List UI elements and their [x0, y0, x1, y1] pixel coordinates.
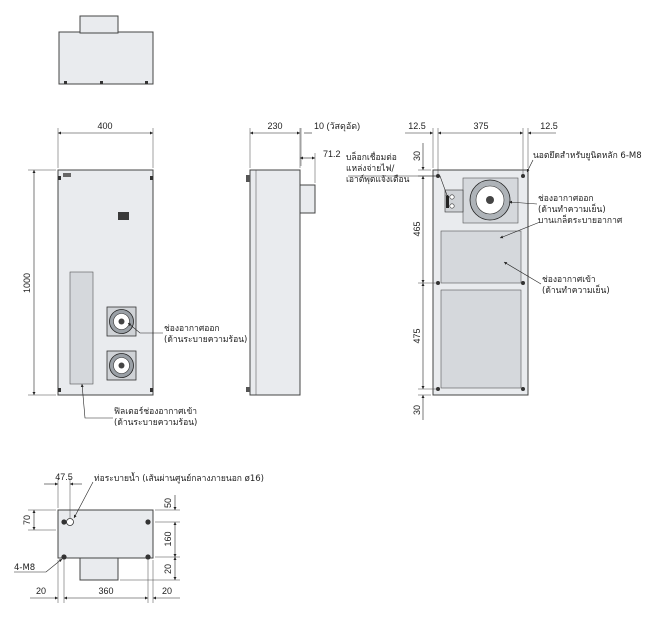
dim-side-protrusion: 10 (วัสดุอัด): [314, 121, 360, 132]
bottom-view: [14, 478, 180, 603]
dim-front-width: 400: [97, 121, 112, 131]
dim-rear-upper: 465: [412, 221, 422, 236]
rear-outlet-fan: [469, 179, 511, 221]
label-rear-nut: นอตยึดสำหรับยูนิตหลัก 6-M8: [533, 151, 642, 161]
dim-rear-top: 30: [412, 151, 422, 161]
dim-bottom-right: 20: [162, 586, 172, 596]
front-outlet-fan-upper: [106, 306, 137, 337]
dim-rear-bottom: 30: [412, 405, 422, 415]
dim-front-height: 1000: [22, 273, 32, 293]
dim-bottom-width: 360: [98, 586, 113, 596]
dim-side-connector: 71.2: [323, 149, 341, 159]
dim-bottom-depth: 70: [22, 515, 32, 525]
label-side-connector: บล็อกเชื่อมต่อ แหล่งจ่ายไฟ/ เอาต์พุตแจ้ง…: [346, 151, 410, 185]
dim-bottom-offset: 47.5: [55, 472, 73, 482]
front-outlet-fan-lower: [106, 350, 137, 381]
side-view: [246, 128, 316, 396]
dim-bottom-left: 20: [36, 586, 46, 596]
top-view: [58, 15, 154, 85]
dim-rear-left: 12.5: [408, 121, 426, 131]
dim-bottom-right-top: 50: [163, 498, 173, 508]
rear-view: [348, 128, 556, 420]
label-front-outlet: ช่องอากาศออก (ด้านระบายความร้อน): [164, 324, 247, 345]
label-rear-inlet: ช่องอากาศเข้า (ด้านทำความเย็น): [542, 274, 610, 296]
dimension-labels: 400 1000 230 10 (วัสดุอัด) 71.2 12.5 375…: [22, 121, 558, 596]
label-rear-outlet: ช่องอากาศออก (ด้านทำความเย็น) บานเกล็ดระ…: [538, 194, 623, 226]
front-view: [28, 128, 163, 419]
label-bottom-bolts: 4-M8: [14, 563, 35, 573]
dim-rear-right: 12.5: [540, 121, 558, 131]
dim-bottom-right-bot: 20: [163, 564, 173, 574]
dim-bottom-right-mid: 160: [163, 531, 173, 546]
callout-labels: ช่องอากาศออก (ด้านระบายความร้อน) ฟิลเตอร…: [14, 151, 642, 573]
label-bottom-drain: ท่อระบายน้ำ (เส้นผ่านศูนย์กลางภายนอก ø16…: [94, 472, 264, 484]
dim-rear-width: 375: [473, 121, 488, 131]
dim-rear-lower: 475: [412, 328, 422, 343]
dim-side-depth: 230: [267, 121, 282, 131]
label-front-filter: ฟิลเตอร์ช่องอากาศเข้า (ด้านระบายความร้อน…: [114, 406, 200, 428]
